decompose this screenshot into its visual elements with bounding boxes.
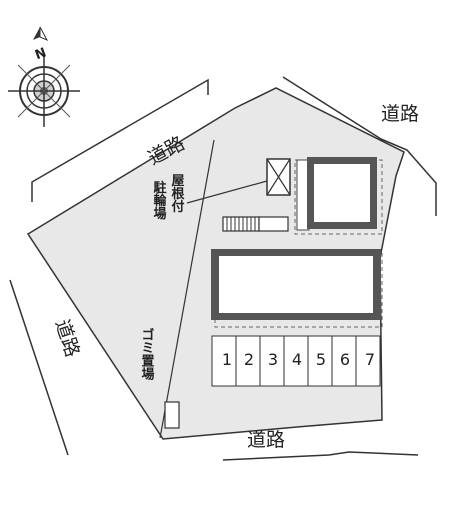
parking-space: 5 (307, 335, 333, 387)
garbage-label: ゴミ置場 (139, 327, 155, 381)
road-edges (9, 76, 437, 461)
stairs (222, 216, 289, 232)
north-label: N (33, 45, 48, 63)
parking-number: 5 (316, 350, 326, 369)
road-label-top-right: 道路 (381, 103, 419, 125)
parking-space: 6 (331, 335, 357, 387)
parking-space: 1 (211, 335, 237, 387)
parking-number: 6 (340, 350, 350, 369)
parking-number: 7 (365, 350, 375, 369)
garbage-area (164, 401, 180, 429)
road-label-bottom: 道路 (247, 429, 285, 451)
bike-parking-roof-label: 屋根付 (169, 174, 185, 214)
bike-parking-box (266, 158, 291, 196)
parking-space: 2 (235, 335, 261, 387)
bike-parking-leader (186, 180, 268, 204)
building-lower (211, 249, 383, 328)
parking-space: 7 (355, 335, 381, 387)
parking-number: 2 (244, 350, 254, 369)
parking-number: 3 (268, 350, 278, 369)
parking-number: 1 (222, 350, 232, 369)
parking-space: 4 (283, 335, 309, 387)
lot-divider (159, 139, 215, 439)
compass-rose-icon: N (8, 26, 80, 127)
road-label-left: 道路 (51, 317, 84, 360)
parking-lot: 1 2 3 4 5 6 7 (211, 335, 381, 387)
parking-space: 3 (259, 335, 285, 387)
building-upper (294, 157, 383, 235)
parking-number: 4 (292, 350, 302, 369)
bike-parking-label: 駐輪場 (151, 180, 167, 221)
